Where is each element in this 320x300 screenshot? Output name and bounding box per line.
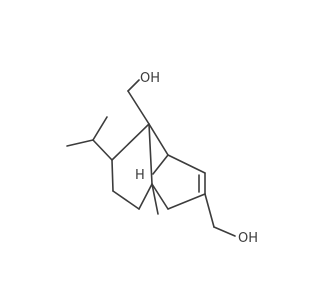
bond-ch2-to-oh-bottom	[213, 226, 236, 237]
oh-label-top: OH	[140, 71, 160, 86]
bond-isopropyl-methyl-right	[92, 116, 108, 141]
bond-c5-to-c5	[151, 183, 169, 210]
bond-ring-c3-c4	[112, 190, 140, 210]
bond-ring-c4-c5	[138, 183, 153, 210]
bond-c6-c5	[167, 193, 206, 210]
bond-c1-c7	[167, 154, 206, 174]
bond-bridge-c8-c1	[148, 123, 169, 156]
bond-isopropyl-to-ring	[92, 139, 113, 161]
oh-label-bottom: OH	[238, 231, 258, 246]
bond-bridge-c8-c5	[148, 123, 153, 185]
molecule-structure: OH H OH	[66, 71, 258, 246]
h-label-bridgehead: H	[135, 168, 145, 183]
bond-ring-c2-c8	[111, 123, 150, 161]
bond-c6-to-ch2	[204, 193, 215, 228]
bond-bridge-to-ch2	[127, 90, 150, 125]
bond-ch2-to-oh-top	[127, 79, 140, 92]
bond-isopropyl-methyl-left	[66, 139, 94, 147]
bond-c1-h-bridgehead	[152, 154, 169, 175]
bond-bridgehead-methyl	[151, 183, 159, 215]
bond-ring-c2-c3	[111, 159, 114, 192]
